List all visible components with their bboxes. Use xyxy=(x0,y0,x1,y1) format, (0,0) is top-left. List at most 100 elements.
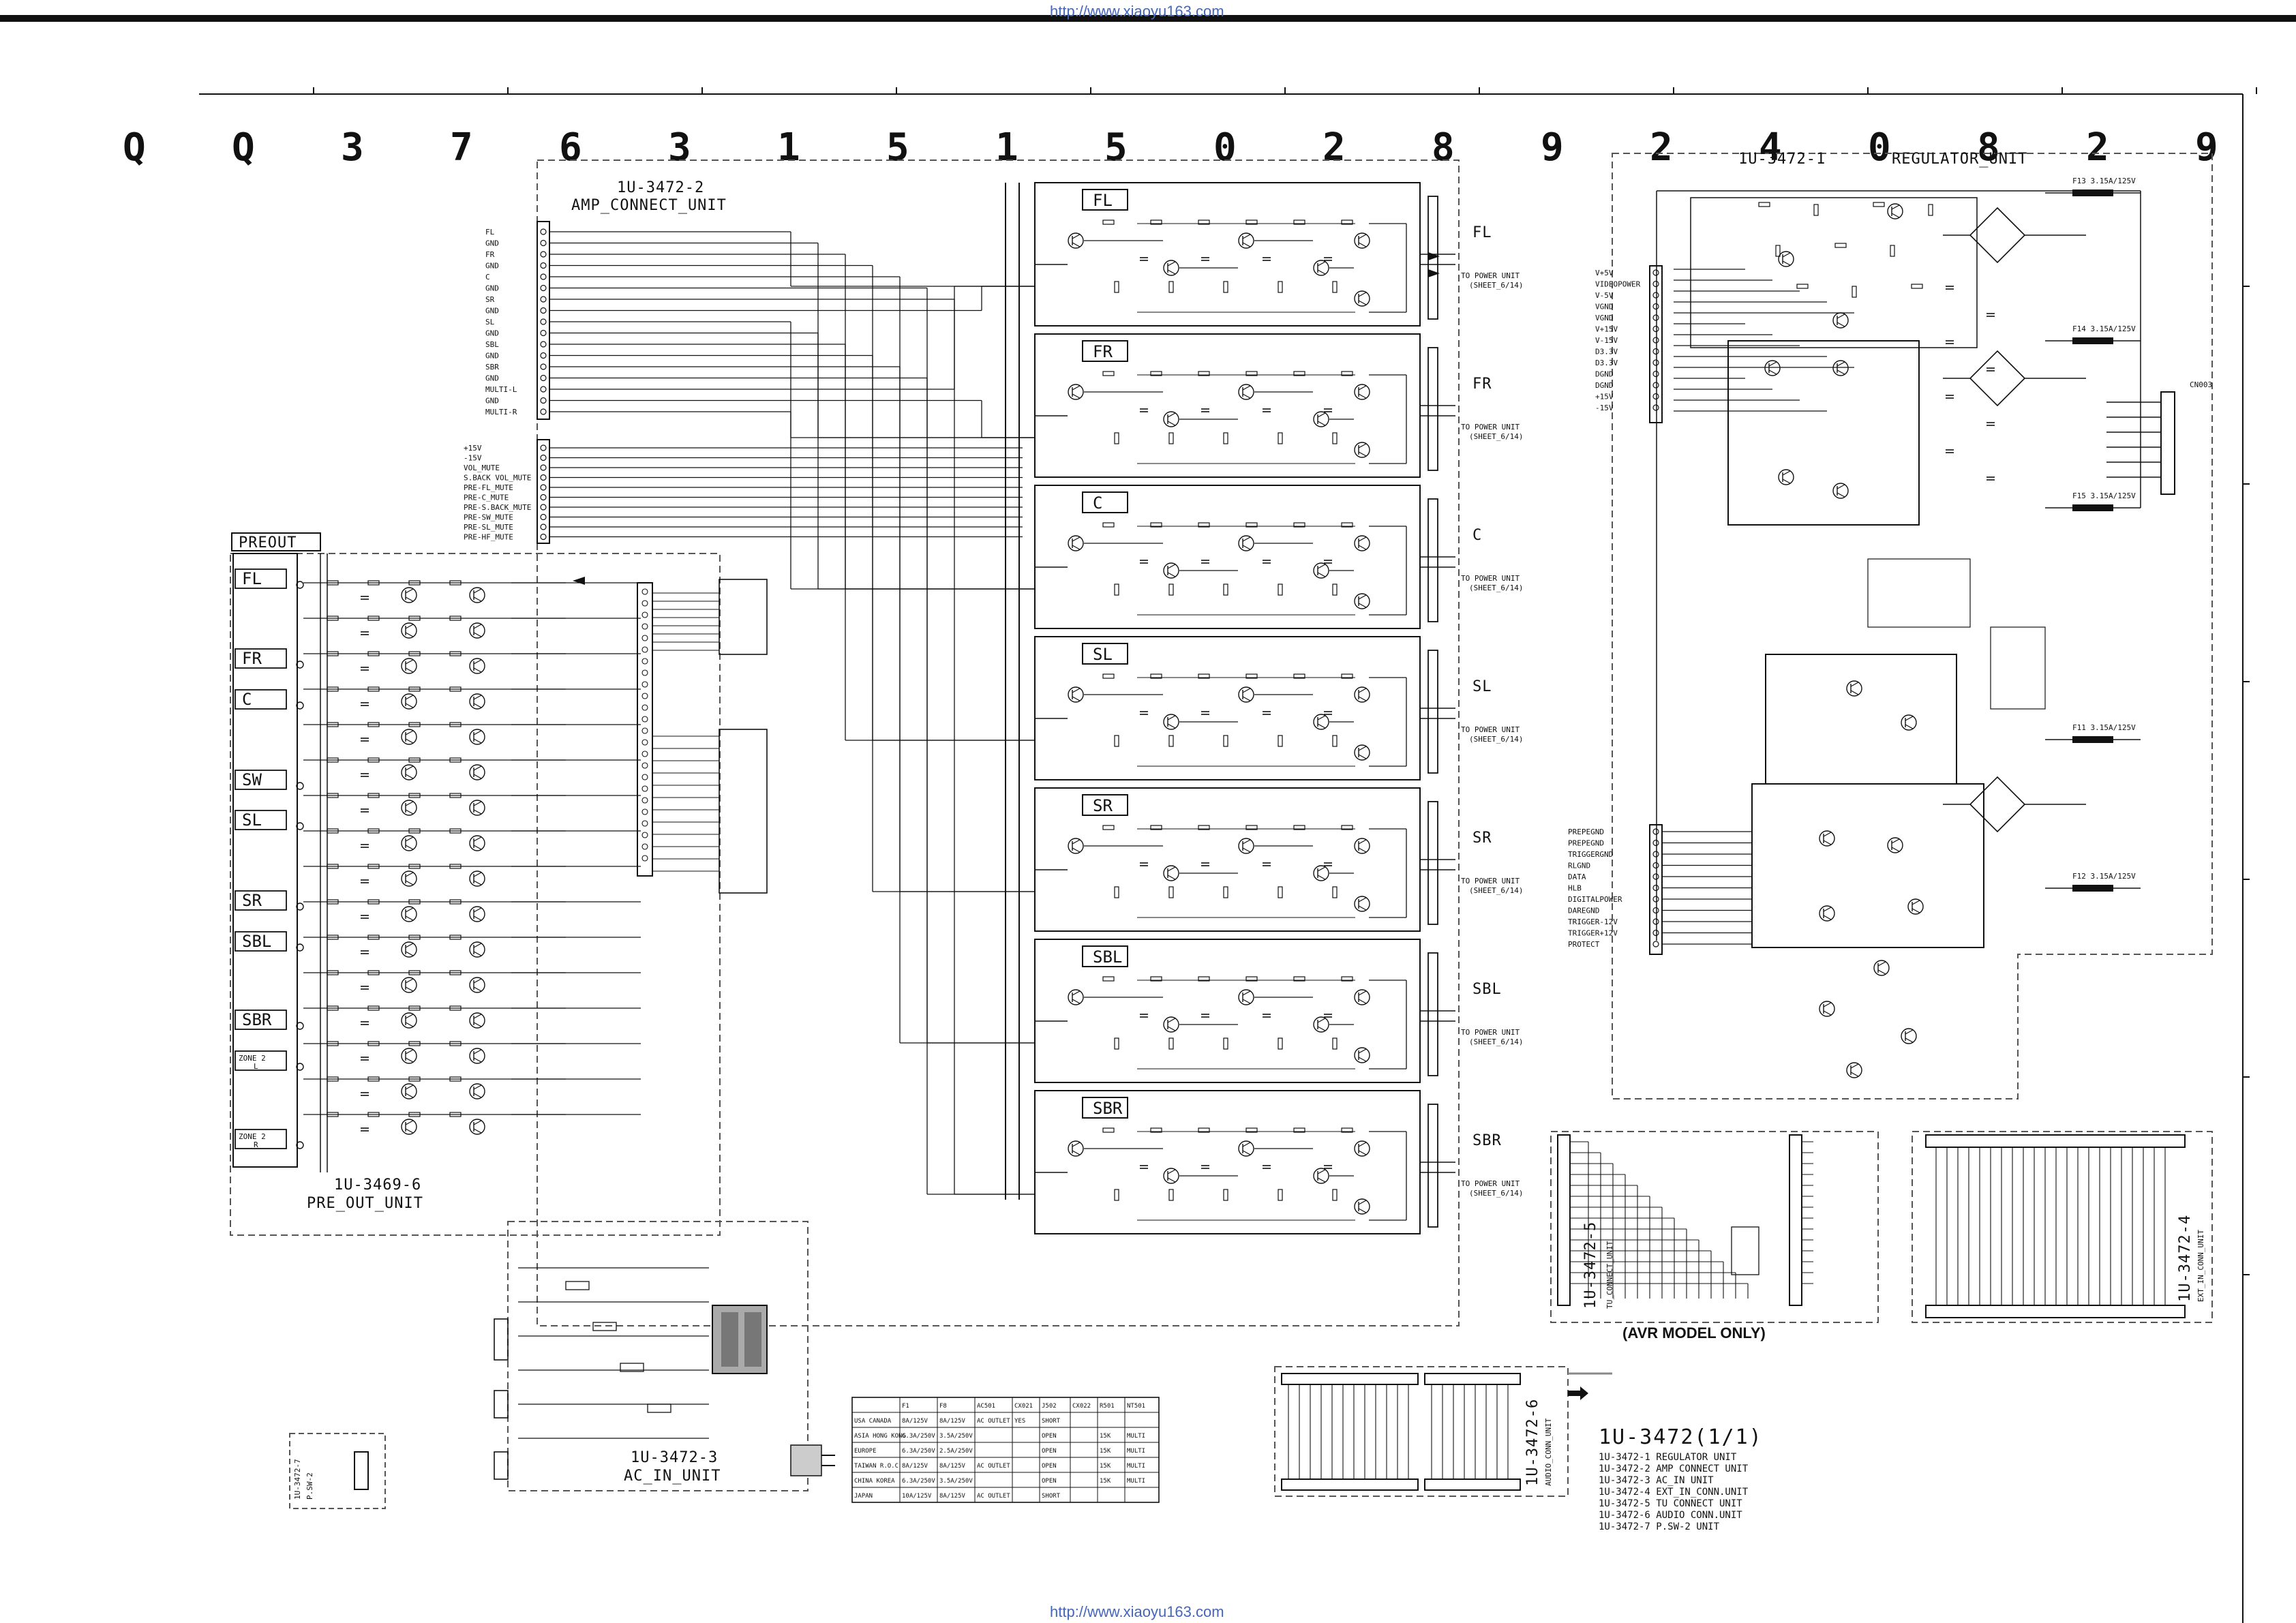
resistor xyxy=(1341,825,1353,830)
resistor xyxy=(449,616,462,621)
transistor-emitter xyxy=(1358,242,1367,247)
grid-letter: Q xyxy=(232,125,255,170)
resistor xyxy=(367,1076,380,1082)
connector-pin xyxy=(641,762,648,769)
transistor xyxy=(1313,865,1329,881)
connector-pin xyxy=(1652,851,1659,858)
transistor-emitter xyxy=(1167,1026,1176,1031)
resistor xyxy=(1102,673,1115,679)
connector-pin xyxy=(1652,896,1659,902)
preout-title: PREOUT xyxy=(239,534,297,551)
connector-pin-label: PREPEGND xyxy=(1568,839,1604,848)
fuse xyxy=(565,1281,590,1290)
connector-pin xyxy=(540,504,547,511)
transistor-collector xyxy=(1167,564,1176,569)
table-cell: AC OUTLET xyxy=(977,1493,1010,1500)
connector-pin-label: -15V xyxy=(1595,404,1614,412)
amp-output-connector xyxy=(1428,650,1438,774)
transistor-collector xyxy=(1877,961,1886,967)
transistor xyxy=(401,1048,417,1064)
transistor xyxy=(1354,838,1370,854)
regulator-upper-box xyxy=(1690,197,1978,348)
connector-pin-label: V-15V xyxy=(1595,336,1618,345)
transistor xyxy=(1354,593,1370,609)
preout-jack-panel xyxy=(232,553,298,1168)
transistor-emitter xyxy=(1768,369,1777,375)
preout-channel-box xyxy=(235,1010,287,1030)
connector-pin xyxy=(1652,314,1659,321)
connector-pin-label: MULTI-L xyxy=(485,385,517,394)
transistor-emitter xyxy=(1912,908,1920,913)
transistor-collector xyxy=(1167,1169,1176,1174)
transistor-collector xyxy=(1072,234,1081,239)
preout-title-box xyxy=(231,532,321,551)
transistor-collector xyxy=(473,943,482,948)
transistor xyxy=(1354,535,1370,551)
transistor-collector xyxy=(1358,1142,1367,1147)
resistor xyxy=(367,686,380,692)
regulator-input-connector xyxy=(1649,265,1663,423)
transistor xyxy=(1887,203,1903,219)
ext-in-lines xyxy=(1925,1134,2186,1318)
transistor-collector xyxy=(1358,443,1367,449)
resistor xyxy=(408,828,421,834)
transistor-collector xyxy=(1850,682,1859,687)
transistor-emitter xyxy=(473,596,482,602)
transistor-emitter xyxy=(405,880,414,885)
connector-pin xyxy=(1652,941,1659,947)
connector-pin-label: GND xyxy=(485,374,499,383)
connector-pin-label: C xyxy=(485,273,490,282)
transistor-collector xyxy=(1242,536,1251,542)
legend-item: 1U-3472-7 P.SW-2 UNIT xyxy=(1599,1521,1720,1532)
psw-unit-box xyxy=(289,1433,386,1509)
resistor xyxy=(408,1076,421,1082)
transistor xyxy=(1907,898,1924,915)
resistor xyxy=(449,828,462,834)
legend-title: 1U-3472(1/1) xyxy=(1599,1425,1763,1449)
transistor-collector xyxy=(1823,1002,1832,1007)
audio-top-connector xyxy=(1281,1373,1419,1385)
psw-unit-id: 1U-3472-7 xyxy=(293,1459,302,1500)
transistor-collector xyxy=(473,1049,482,1055)
transistor xyxy=(1846,1062,1862,1078)
grid-letter: 4 xyxy=(1759,125,1782,170)
transistor xyxy=(1778,469,1794,485)
connector-pin-label: GND xyxy=(485,307,499,316)
amp-channel-box xyxy=(1082,491,1128,513)
transistor xyxy=(469,800,485,816)
amp-connect-unit-id: 1U-3472-2 xyxy=(617,179,704,196)
ac-in-unit-id: 1U-3472-3 xyxy=(631,1449,718,1466)
jack-terminal xyxy=(296,902,304,911)
frame-ticks xyxy=(313,87,2257,1275)
preout-channel-label: R xyxy=(254,1140,258,1149)
transistor-emitter xyxy=(1072,393,1081,399)
connector-pin-label: SL xyxy=(485,318,495,327)
transistor-emitter xyxy=(473,738,482,744)
ext-in-unit-id: 1U-3472-4 xyxy=(2177,1215,2194,1302)
ac-connector xyxy=(494,1390,509,1419)
transistor-emitter xyxy=(1358,1057,1367,1062)
connector-pin xyxy=(540,341,547,348)
fuse xyxy=(592,1322,617,1331)
transistor xyxy=(469,941,485,958)
transistor-collector xyxy=(405,907,414,913)
connector-pin xyxy=(641,681,648,688)
trigger-connector xyxy=(1649,824,1663,955)
fuse xyxy=(2072,885,2113,892)
transistor xyxy=(1068,535,1084,551)
top-rule xyxy=(0,15,2296,22)
regulator-unit-box xyxy=(1612,153,2213,1099)
resistor xyxy=(1332,432,1338,444)
preout-unit-box xyxy=(230,553,721,1236)
transistor xyxy=(1901,714,1917,731)
resistor xyxy=(449,1041,462,1046)
transistor xyxy=(469,977,485,993)
transistor xyxy=(1354,1198,1370,1215)
transistor-collector xyxy=(1823,832,1832,837)
transistor-emitter xyxy=(1242,545,1251,550)
jack-terminal xyxy=(296,1063,304,1071)
connector-pin-label: MULTI-R xyxy=(485,408,517,416)
transistor-collector xyxy=(473,836,482,842)
to-power-unit-label: TO POWER UNIT xyxy=(1461,725,1520,734)
